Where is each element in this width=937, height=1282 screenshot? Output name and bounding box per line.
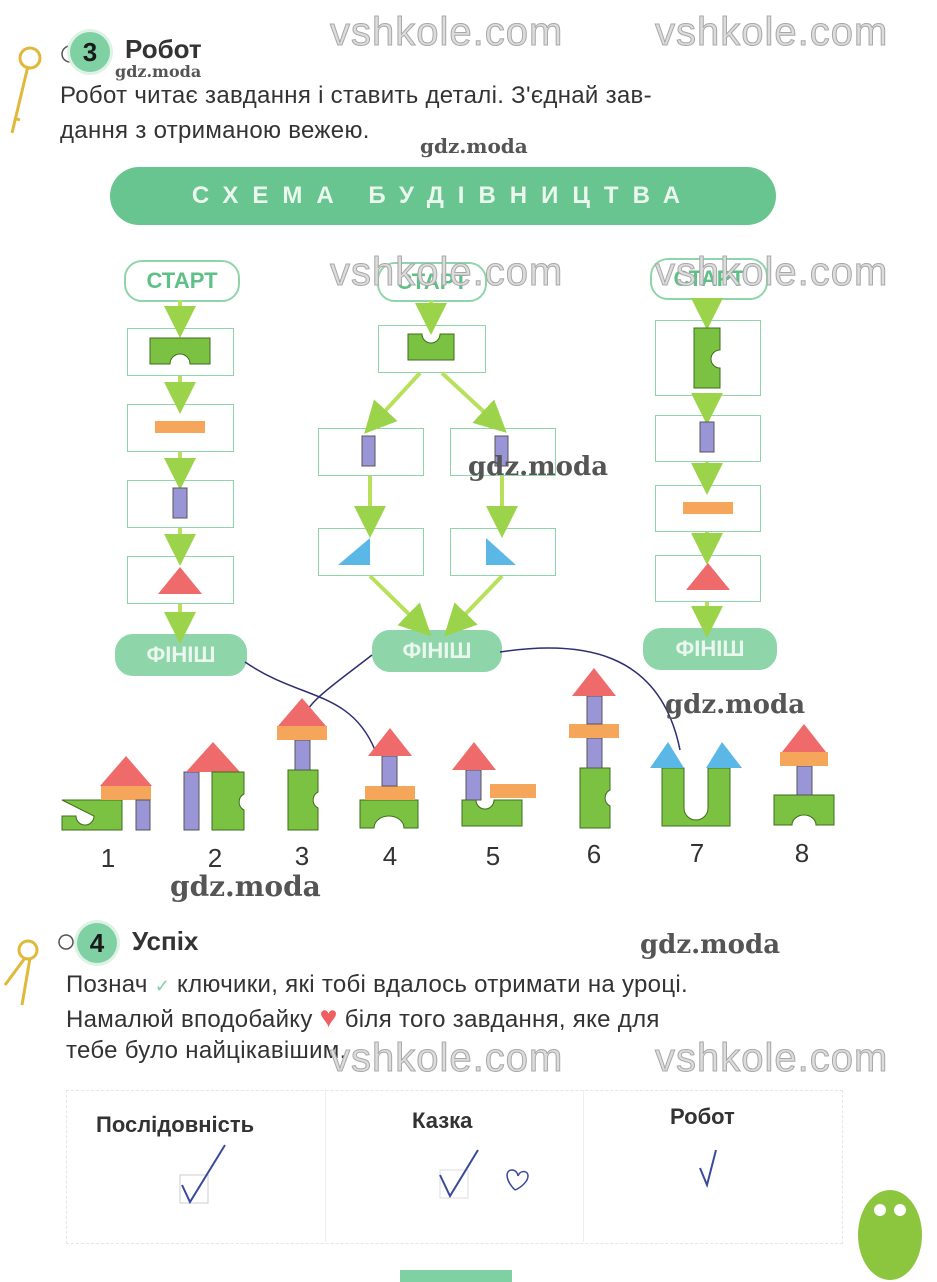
tall-notch-block: [693, 327, 721, 389]
watermark: vshkole.com: [654, 250, 889, 295]
instructions-text: Намалюй вподобайку: [66, 1006, 313, 1033]
table-header: Робот: [670, 1104, 735, 1129]
purple-pillar: [172, 487, 188, 519]
tower-number: 6: [586, 839, 602, 869]
watermark: gdz.moda: [468, 452, 609, 482]
purple-pillar: [699, 421, 715, 453]
flow-arrows: [164, 298, 723, 644]
check-mark: [439, 1149, 479, 1199]
tower-number: 2: [207, 843, 223, 873]
tower-number: 1: [100, 843, 116, 873]
tower-6: [569, 668, 619, 829]
purple-pillar: [494, 435, 509, 467]
scheme-drawing: [61, 298, 835, 831]
heart-drawn: [506, 1169, 529, 1191]
finish-pill-2: ФІНІШ: [372, 630, 502, 672]
check-icon: ✓: [154, 976, 171, 996]
tower-5: [452, 742, 536, 827]
tower-number: 4: [382, 841, 398, 871]
task-number-badge: 3: [70, 32, 110, 72]
check-mark: [181, 1144, 226, 1205]
answer-line: [499, 647, 681, 751]
start-pill-3: СТАРТ: [650, 258, 768, 300]
checkbox: [179, 1174, 209, 1204]
watermark: gdz.moda: [640, 930, 781, 960]
answer-line: [244, 661, 376, 751]
instructions-text: тебе було найцікавішим.: [66, 1037, 347, 1064]
green-tab: [400, 1270, 512, 1282]
watermark: vshkole.com: [654, 1036, 889, 1081]
blue-triangle: [338, 538, 370, 565]
table-divider: [325, 1090, 326, 1242]
tower-8: [773, 724, 835, 826]
tower-3: [277, 698, 327, 831]
keys-table: [66, 1090, 843, 1244]
table-divider: [583, 1090, 584, 1242]
red-triangle: [158, 567, 202, 594]
tower-7: [650, 742, 742, 827]
start-pill-1: СТАРТ: [124, 260, 240, 302]
tower-number: 3: [294, 841, 310, 871]
keys-icon: [3, 934, 74, 1006]
watermark: vshkole.com: [329, 10, 564, 55]
heart-icon: ♥: [319, 1001, 338, 1034]
task-number-badge: 4: [77, 923, 117, 963]
watermark: gdz.moda: [420, 134, 528, 158]
orange-bar: [155, 421, 205, 433]
tower-number: 7: [689, 838, 705, 868]
task-title: Робот: [125, 34, 202, 64]
task-title: Успіх: [132, 926, 199, 956]
task-instructions-line2: дання з отриманою вежею.: [60, 117, 370, 144]
watermark: vshkole.com: [329, 1036, 564, 1081]
handwritten-marks: [179, 1144, 922, 1282]
task-instructions-line1: Робот читає завдання і ставить деталі. З…: [60, 82, 652, 109]
watermark: gdz.moda: [665, 690, 806, 720]
blue-triangle: [486, 538, 516, 565]
red-triangle: [686, 563, 730, 590]
scheme-banner: СХЕМА БУДІВНИЦТВА: [110, 167, 776, 225]
table-header: Казка: [412, 1108, 473, 1133]
instructions-text: ключики, які тобі вдалось отримати на ур…: [177, 971, 688, 998]
watermark: vshkole.com: [329, 250, 564, 295]
robot-mascot: [858, 1190, 922, 1280]
tower-2: [183, 742, 245, 831]
purple-pillar: [361, 435, 376, 467]
notch-block: [407, 333, 455, 361]
checkbox: [439, 1169, 469, 1199]
orange-bar: [683, 502, 733, 514]
watermark: gdz.moda: [115, 62, 202, 81]
tower-4: [359, 728, 419, 829]
watermark: gdz.moda: [170, 870, 321, 903]
instructions-text: Познач: [66, 971, 148, 998]
check-mark: [699, 1149, 717, 1189]
tower-number: 8: [794, 838, 810, 868]
tower-number: 5: [485, 841, 501, 871]
instructions-text: біля того завдання, яке для: [344, 1006, 660, 1033]
tower-1: [61, 756, 152, 831]
watermark: vshkole.com: [654, 10, 889, 55]
arch-block: [149, 337, 211, 365]
table-header: Послідовність: [96, 1112, 255, 1137]
